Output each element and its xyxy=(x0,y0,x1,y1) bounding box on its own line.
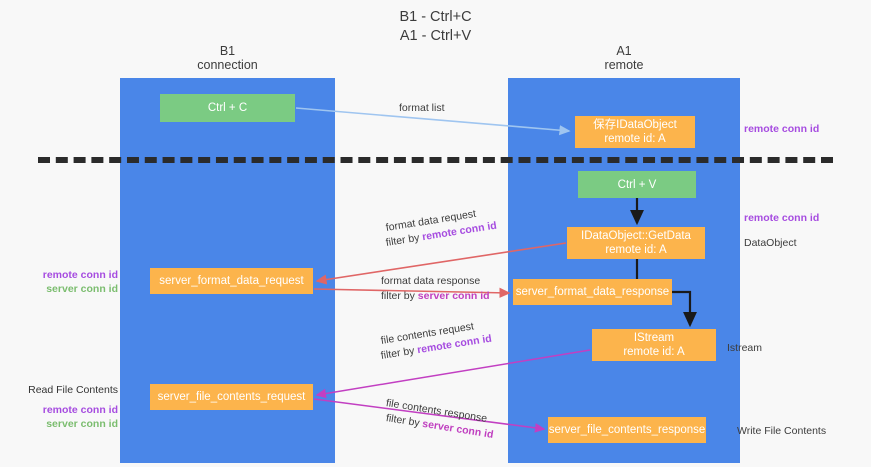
node-save-idataobject-subtext: remote id: A xyxy=(604,133,666,145)
arrow-format-data-request xyxy=(315,242,567,285)
arrow-format-list xyxy=(295,107,571,136)
node-idataobject-getdata-subtext: remote id: A xyxy=(605,244,667,256)
node-ctrl-c[interactable]: Ctrl + C xyxy=(160,94,295,122)
node-istream-label: IStream xyxy=(633,332,675,344)
annotation-left-remote-conn-id-2: remote conn id xyxy=(42,404,118,416)
node-istream[interactable]: IStream remote id: A xyxy=(592,329,716,361)
annotation-left-server-conn-id: server conn id xyxy=(46,283,118,295)
annotation-right-istream: Istream xyxy=(727,342,763,354)
node-server-file-contents-response[interactable]: server_file_contents_response xyxy=(548,417,706,443)
arrow-file-contents-request xyxy=(315,349,591,399)
edge-label-format-data-response-line2: filter by server conn id xyxy=(381,289,490,304)
arrow-file-contents-response xyxy=(313,398,546,433)
column-header-a1-role: remote xyxy=(604,58,644,72)
node-server-format-data-request[interactable]: server_format_data_request xyxy=(150,268,313,294)
node-server-format-data-response[interactable]: server_format_data_response xyxy=(513,279,672,305)
node-save-idataobject[interactable]: 保存IDataObject remote id: A xyxy=(575,116,695,148)
column-header-a1: A1 remote xyxy=(508,44,740,72)
edge-label-file-contents-request: file contents request filter by remote c… xyxy=(380,320,493,364)
node-ctrl-c-label: Ctrl + C xyxy=(207,102,248,114)
title-line-1: B1 - Ctrl+C xyxy=(399,9,472,25)
column-header-b1: B1 connection xyxy=(120,44,335,72)
node-idataobject-getdata[interactable]: IDataObject::GetData remote id: A xyxy=(567,227,705,259)
edge-label-format-list-line1: format list xyxy=(399,102,445,114)
node-istream-subtext: remote id: A xyxy=(623,346,685,358)
node-server-format-data-response-label: server_format_data_response xyxy=(515,286,670,298)
column-header-b1-name: B1 xyxy=(219,44,236,58)
node-server-format-data-request-label: server_format_data_request xyxy=(159,275,304,287)
column-header-b1-role: connection xyxy=(197,58,258,72)
annotation-left-read-file-block: Read File Contents remote conn id server… xyxy=(20,383,118,431)
annotation-left-remote-conn-id: remote conn id xyxy=(42,269,118,281)
edge-label-format-data-response-line1: format data response xyxy=(381,275,481,287)
arrow-format-response-to-istream xyxy=(672,290,698,328)
column-header-a1-name: A1 xyxy=(616,44,632,58)
edge-label-format-list: format list xyxy=(399,101,445,116)
annotation-left-read-file-contents: Read File Contents xyxy=(28,384,118,396)
edge-label-format-data-request: format data request filter by remote con… xyxy=(385,208,498,251)
node-server-file-contents-request[interactable]: server_file_contents_request xyxy=(150,384,313,410)
node-ctrl-v[interactable]: Ctrl + V xyxy=(578,171,696,198)
annotation-right-dataobject: DataObject xyxy=(744,237,797,249)
annotation-left-conn-ids-top: remote conn id server conn id xyxy=(20,268,118,296)
node-server-file-contents-response-label: server_file_contents_response xyxy=(548,424,706,436)
annotation-right-write-file-contents: Write File Contents xyxy=(737,425,827,437)
node-save-idataobject-label: 保存IDataObject xyxy=(593,119,677,131)
edge-label-file-contents-response: file contents response filter by server … xyxy=(385,396,495,441)
annotation-right-remote-conn-id-mid: remote conn id xyxy=(744,212,820,224)
node-idataobject-getdata-label: IDataObject::GetData xyxy=(581,230,691,242)
phase-divider xyxy=(38,157,833,163)
title-line-2: A1 - Ctrl+V xyxy=(399,28,472,44)
annotation-left-server-conn-id-2: server conn id xyxy=(46,418,118,430)
node-server-file-contents-request-label: server_file_contents_request xyxy=(157,391,306,403)
edge-label-format-data-response: format data response filter by server co… xyxy=(381,274,490,304)
arrow-format-data-response xyxy=(313,287,511,298)
annotation-right-remote-conn-id-top: remote conn id xyxy=(744,123,820,135)
server-conn-id-token: server conn id xyxy=(417,290,490,302)
node-ctrl-v-label: Ctrl + V xyxy=(617,178,657,191)
filter-by-text: filter by xyxy=(381,290,418,302)
page-title: B1 - Ctrl+C A1 - Ctrl+V xyxy=(0,8,871,46)
